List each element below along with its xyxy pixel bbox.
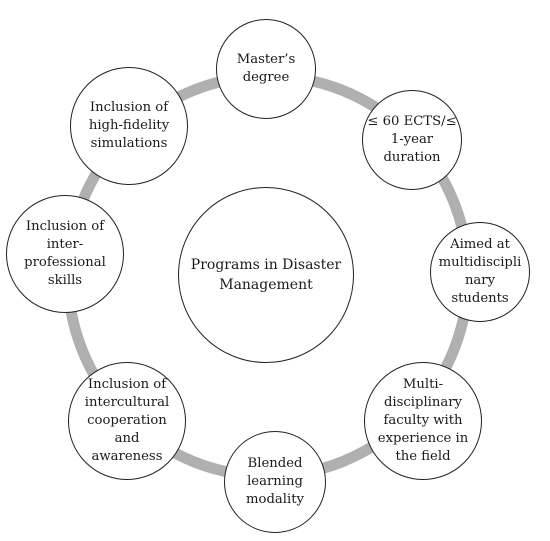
feature-circle-high-fidelity-simulations: Inclusion of high-fidelity simulations (70, 67, 188, 185)
feature-circle-multidisciplinary-students: Aimed at multidiscipli nary students (430, 222, 530, 322)
feature-circle-blended-learning: Blended learning modality (224, 431, 326, 533)
feature-label-multidisciplinary-students: Aimed at multidiscipli nary students (438, 237, 522, 306)
feature-circle-masters-degree: Master’s degree (216, 19, 316, 119)
feature-label-masters-degree: Master’s degree (236, 52, 296, 85)
feature-label-blended-learning: Blended learning modality (246, 456, 304, 507)
feature-label-high-fidelity-simulations: Inclusion of high-fidelity simulations (88, 100, 170, 151)
feature-label-intercultural-cooperation: Inclusion of intercultural cooperation a… (84, 377, 170, 464)
central-topic-label: Programs in Disaster Management (190, 257, 342, 293)
feature-circle-intercultural-cooperation: Inclusion of intercultural cooperation a… (68, 362, 186, 480)
feature-circle-multidisciplinary-faculty: Multi- disciplinary faculty with experie… (364, 362, 482, 480)
feature-label-interprofessional-skills: Inclusion of inter- professional skills (24, 219, 106, 288)
feature-circle-ects-duration: ≤ 60 ECTS/≤ 1-year duration (362, 90, 462, 190)
feature-label-multidisciplinary-faculty: Multi- disciplinary faculty with experie… (377, 377, 469, 464)
feature-circle-interprofessional-skills: Inclusion of inter- professional skills (6, 195, 124, 313)
central-topic-circle: Programs in Disaster Management (178, 187, 354, 363)
feature-label-ects-duration: ≤ 60 ECTS/≤ 1-year duration (367, 114, 457, 165)
